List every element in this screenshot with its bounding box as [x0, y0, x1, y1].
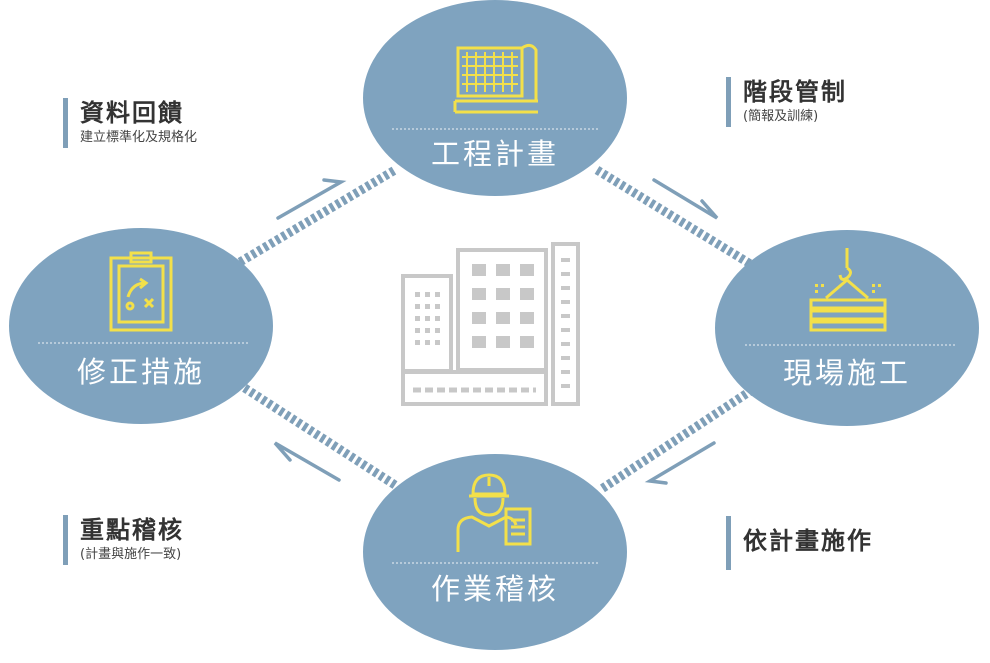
annotation-top-right-subtitle: (簡報及訓練): [743, 109, 819, 124]
arrow-right-to-bottom: [644, 441, 716, 485]
annotation-top-left-title: 資料回饋: [80, 99, 184, 127]
arrow-left-to-top: [276, 178, 347, 220]
annotation-bottom-left: 重點稽核 (計畫與施作一致): [63, 515, 184, 565]
node-bottom: [363, 454, 627, 650]
node-label-top: 工程計畫: [430, 137, 559, 171]
annotation-top-right: 階段管制 (簡報及訓練): [726, 77, 847, 127]
connector-right-bottom: [597, 386, 755, 494]
node-label-bottom: 作業稽核: [430, 572, 559, 606]
process-nodes: [9, 0, 979, 650]
connector-top-right: [594, 166, 755, 269]
node-dividers: [38, 128, 955, 564]
clipboard-strategy-icon: [109, 251, 173, 332]
node-label-left: 修正措施: [76, 355, 205, 389]
node-label-right: 現場施工: [782, 356, 911, 390]
blueprint-icon: [453, 43, 538, 114]
crane-hook-icon: [809, 248, 887, 332]
node-left: [9, 228, 273, 424]
annotation-bottom-left-title: 重點稽核: [80, 516, 184, 544]
node-right: [715, 230, 979, 426]
annotation-bottom-left-subtitle: (計畫與施作一致): [80, 547, 182, 562]
dotted-connectors: [237, 166, 755, 494]
annotation-top-left: 資料回饋 建立標準化及規格化: [63, 98, 197, 148]
annotation-top-left-subtitle: 建立標準化及規格化: [80, 130, 198, 145]
connector-left-top: [237, 166, 398, 266]
node-top: [363, 0, 627, 196]
building-icon: [401, 242, 580, 406]
arrow-bottom-to-left: [273, 441, 341, 482]
connector-bottom-left: [237, 381, 398, 489]
direction-arrows: [273, 178, 719, 485]
arrow-top-to-right: [652, 178, 719, 220]
annotation-bottom-right-title: 依計畫施作: [743, 527, 873, 555]
annotation-top-right-title: 階段管制: [743, 78, 847, 106]
worker-icon: [456, 473, 532, 552]
annotation-bottom-right: 依計畫施作: [726, 516, 873, 570]
